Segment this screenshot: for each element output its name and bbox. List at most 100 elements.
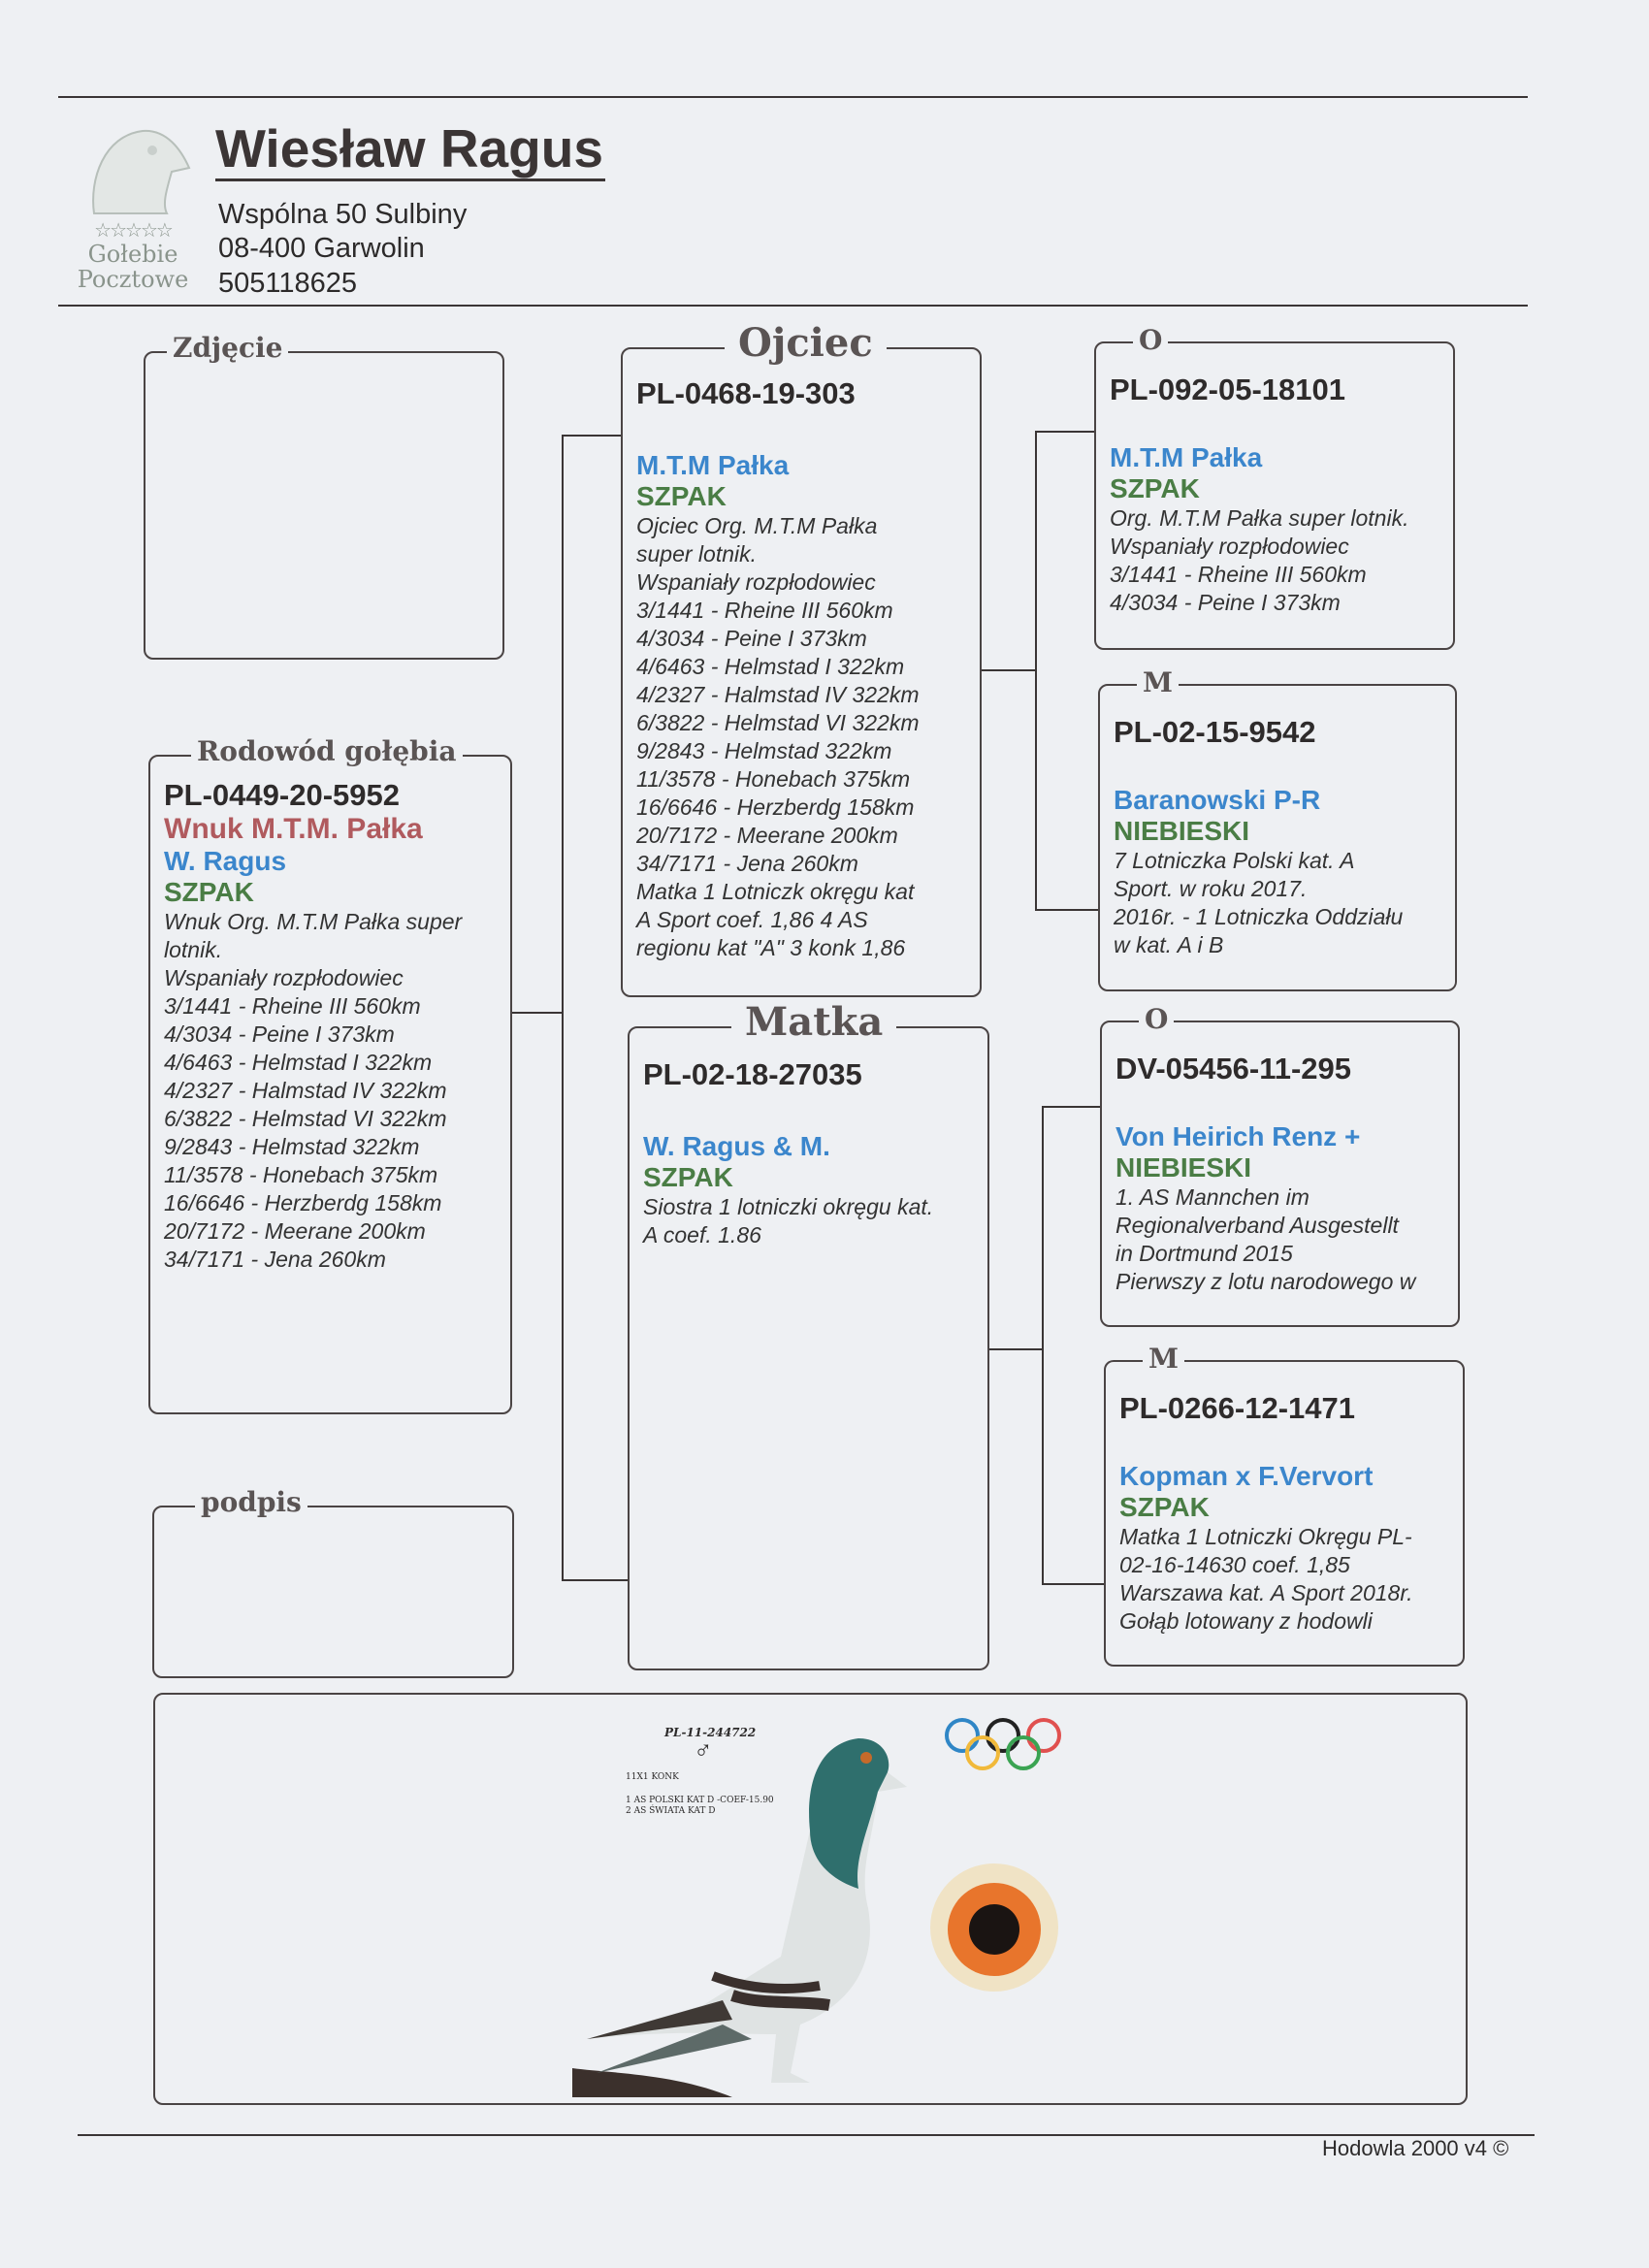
father-breeder: M.T.M Pałka	[636, 450, 790, 480]
description-line: 9/2843 - Helmstad 322km	[636, 738, 892, 763]
description-line: 1. AS Mannchen im	[1116, 1184, 1310, 1210]
photo-line3: 2 AS ŚWIATA KAT D	[626, 1806, 716, 1816]
maternal-grandmother-ring: PL-0266-12-1471	[1119, 1391, 1355, 1425]
description-line: 4/6463 - Helmstad I 322km	[164, 1050, 433, 1075]
description-line: super lotnik.	[636, 541, 758, 567]
pigeon-ring: PL-0449-20-5952	[164, 778, 400, 812]
description-line: 3/1441 - Rheine III 560km	[636, 598, 893, 623]
description-line: 7 Lotniczka Polski kat. A	[1114, 848, 1355, 873]
description-line: 6/3822 - Helmstad VI 322km	[636, 710, 920, 735]
paternal-grandfather-ring: PL-092-05-18101	[1110, 373, 1345, 406]
signature-label: podpis	[195, 1486, 307, 1518]
description-line: 11/3578 - Honebach 375km	[636, 766, 911, 792]
description-line: Matka 1 Lotniczk okręgu kat	[636, 879, 915, 904]
pigeon-box: Rodowód gołębia PL-0449-20-5952 Wnuk M.T…	[148, 735, 512, 1414]
description-line: Ojciec Org. M.T.M Pałka	[636, 513, 878, 538]
paternal-grandmother-ring: PL-02-15-9542	[1114, 715, 1316, 749]
olympic-rings-icon	[945, 1718, 1061, 1770]
breeder-name: Wiesław Ragus	[215, 118, 605, 181]
description-line: 20/7172 - Meerane 200km	[164, 1218, 426, 1244]
paternal-grandmother-description: 7 Lotniczka Polski kat. A Sport. w roku 2…	[1114, 847, 1447, 959]
maternal-grandfather-breeder: Von Heirich Renz +	[1116, 1121, 1361, 1151]
connector	[1035, 431, 1094, 433]
description-line: 16/6646 - Herzberdg 158km	[636, 794, 915, 820]
signature-box: podpis	[152, 1486, 514, 1678]
top-rule	[58, 96, 1528, 98]
description-line: Wspaniały rozpłodowiec	[636, 569, 876, 595]
maternal-grandmother-color: SZPAK	[1119, 1492, 1210, 1522]
pigeon-color: SZPAK	[164, 877, 254, 907]
header-rule	[58, 305, 1528, 307]
description-line: Matka 1 Lotniczki Okręgu PL-	[1119, 1524, 1412, 1549]
description-line: regionu kat "A" 3 konk 1,86	[636, 935, 906, 960]
description-line: 6/3822 - Helmstad VI 322km	[164, 1106, 447, 1131]
description-line: Pierwszy z lotu narodowego w	[1116, 1269, 1416, 1294]
description-line: Sport. w roku 2017.	[1114, 876, 1308, 901]
pigeon-breeder: W. Ragus	[164, 846, 287, 876]
image-panel: PL-11-244722 ♂ 11X1 KONK 1 AS POLSKI KAT…	[153, 1693, 1468, 2105]
photo-line1: 11X1 KONK	[626, 1772, 679, 1782]
address-line2: 08-400 Garwolin	[218, 233, 425, 264]
logo-text-1: Gołebie	[87, 241, 178, 268]
logo: ☆☆☆☆☆ Gołebie Pocztowe	[60, 121, 206, 306]
pigeon-description: Wnuk Org. M.T.M Pałka super lotnik.Wspan…	[164, 908, 502, 1274]
paternal-grandfather-color: SZPAK	[1110, 473, 1200, 503]
maternal-grandfather-label: O	[1139, 1003, 1175, 1035]
connector	[562, 435, 564, 1581]
description-line: 16/6646 - Herzberdg 158km	[164, 1190, 442, 1215]
paternal-grandfather-box: O PL-092-05-18101 M.T.M Pałka SZPAK Org.…	[1094, 324, 1455, 650]
father-box: Ojciec PL-0468-19-303 M.T.M Pałka SZPAK …	[621, 320, 982, 997]
logo-stars: ☆☆☆☆☆	[94, 218, 174, 242]
phone: 505118625	[218, 268, 358, 299]
mother-box: Matka PL-02-18-27035 W. Ragus & M. SZPAK…	[628, 999, 989, 1670]
paternal-grandmother-label: M	[1137, 666, 1179, 698]
description-line: Wspaniały rozpłodowiec	[164, 965, 404, 990]
pigeon-label: Rodowód gołębia	[191, 735, 463, 767]
connector	[1035, 431, 1037, 911]
footer-text: Hodowla 2000 v4 ©	[1322, 2136, 1509, 2160]
father-label: Ojciec	[725, 320, 887, 366]
description-line: 34/7171 - Jena 260km	[636, 851, 858, 876]
description-line: Regionalverband Ausgestellt	[1116, 1213, 1399, 1238]
description-line: Gołąb lotowany z hodowli	[1119, 1608, 1373, 1634]
mother-breeder: W. Ragus & M.	[643, 1131, 830, 1161]
maternal-grandmother-description: Matka 1 Lotniczki Okręgu PL- 02-16-14630 …	[1119, 1523, 1455, 1636]
maternal-grandfather-box: O DV-05456-11-295 Von Heirich Renz + NIE…	[1100, 1003, 1460, 1327]
photo-label: Zdjęcie	[167, 332, 289, 364]
maternal-grandfather-color: NIEBIESKI	[1116, 1152, 1252, 1183]
paternal-grandmother-breeder: Baranowski P-R	[1114, 785, 1321, 815]
description-line: 4/2327 - Halmstad IV 322km	[636, 682, 920, 707]
paternal-grandmother-box: M PL-02-15-9542 Baranowski P-R NIEBIESKI…	[1098, 666, 1457, 991]
mother-ring: PL-02-18-27035	[643, 1057, 862, 1091]
description-line: 4/3034 - Peine I 373km	[636, 626, 867, 651]
maternal-grandfather-ring: DV-05456-11-295	[1116, 1052, 1352, 1085]
pigeon-photo	[572, 1738, 907, 2097]
description-line: 02-16-14630 coef. 1,85	[1119, 1552, 1350, 1577]
connector	[1042, 1106, 1044, 1585]
maternal-grandmother-box: M PL-0266-12-1471 Kopman x F.Vervort SZP…	[1104, 1343, 1465, 1667]
connector	[1035, 909, 1098, 911]
connector	[1042, 1106, 1100, 1108]
photo-box: Zdjęcie	[144, 332, 504, 660]
pigeon-head-logo-icon	[92, 129, 191, 214]
photo-ring: PL-11-244722	[664, 1726, 757, 1739]
connector	[562, 1579, 628, 1581]
male-symbol: ♂	[694, 1735, 713, 1765]
description-line: 34/7171 - Jena 260km	[164, 1247, 386, 1272]
description-line: Org. M.T.M Pałka super lotnik.	[1110, 505, 1409, 531]
description-line: 4/3034 - Peine I 373km	[164, 1021, 395, 1047]
maternal-grandmother-breeder: Kopman x F.Vervort	[1119, 1461, 1374, 1491]
description-line: w kat. A i B	[1114, 932, 1224, 957]
description-line: A Sport coef. 1,86 4 AS	[636, 907, 868, 932]
description-line: 3/1441 - Rheine III 560km	[1110, 562, 1367, 587]
paternal-grandmother-color: NIEBIESKI	[1114, 816, 1250, 846]
description-line: Warszawa kat. A Sport 2018r.	[1119, 1580, 1413, 1605]
description-line: 11/3578 - Honebach 375km	[164, 1162, 438, 1187]
maternal-grandmother-label: M	[1143, 1343, 1184, 1375]
description-line: 4/2327 - Halmstad IV 322km	[164, 1078, 447, 1103]
maternal-grandfather-description: 1. AS Mannchen im Regionalverband Ausgest…	[1116, 1183, 1450, 1296]
description-line: 20/7172 - Meerane 200km	[636, 823, 898, 848]
description-line: 4/3034 - Peine I 373km	[1110, 590, 1341, 615]
description-line: 3/1441 - Rheine III 560km	[164, 993, 421, 1019]
paternal-grandfather-label: O	[1133, 324, 1169, 356]
